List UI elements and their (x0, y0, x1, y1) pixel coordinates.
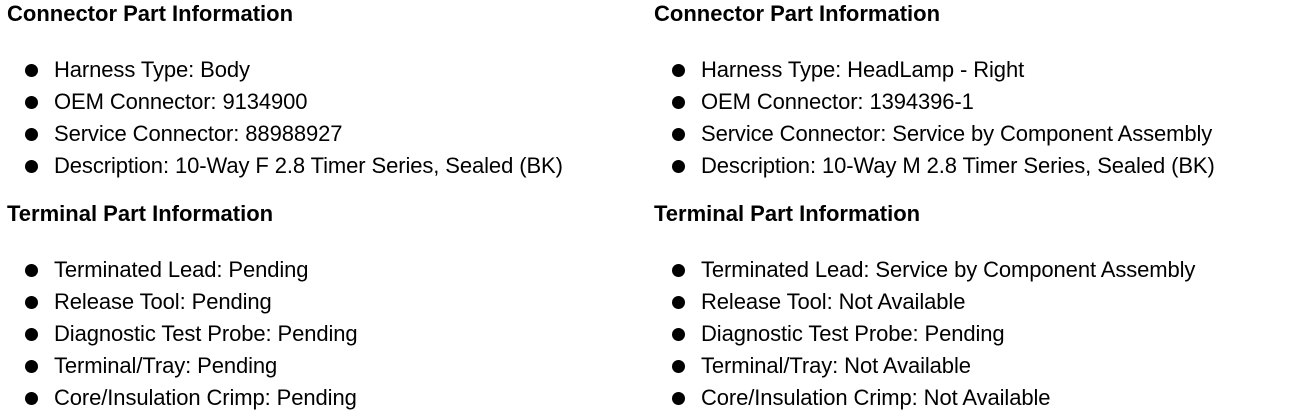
connector-part-information-heading: Connector Part Information (7, 1, 294, 26)
list-item: OEM Connector: 1394396-1 (654, 86, 1304, 118)
list-item: Terminated Lead: Pending (7, 254, 647, 286)
bullet-icon (25, 64, 38, 77)
list-item-text: Harness Type: HeadLamp - Right (701, 57, 1025, 82)
list-item: Description: 10-Way F 2.8 Timer Series, … (7, 150, 647, 182)
left-column: Connector Part Information Harness Type:… (7, 0, 647, 414)
list-item-text: Description: 10-Way M 2.8 Timer Series, … (701, 153, 1215, 178)
list-item: Release Tool: Not Available (654, 286, 1304, 318)
list-item: Harness Type: Body (7, 54, 647, 86)
list-item: Terminal/Tray: Pending (7, 350, 647, 382)
list-item: Core/Insulation Crimp: Pending (7, 382, 647, 414)
bullet-icon (672, 392, 685, 405)
list-item-text: Terminal/Tray: Not Available (701, 353, 971, 378)
terminal-part-information-heading: Terminal Part Information (7, 201, 274, 226)
bullet-icon (25, 296, 38, 309)
list-item-text: Terminal/Tray: Pending (54, 353, 278, 378)
list-item-text: Harness Type: Body (54, 57, 250, 82)
list-item: Service Connector: 88988927 (7, 118, 647, 150)
list-item-text: Terminated Lead: Pending (54, 257, 309, 282)
list-item-text: Release Tool: Pending (54, 289, 272, 314)
list-item: Terminated Lead: Service by Component As… (654, 254, 1304, 286)
bullet-icon (25, 360, 38, 373)
connector-info-list: Harness Type: Body OEM Connector: 913490… (7, 54, 647, 182)
bullet-icon (672, 360, 685, 373)
list-item-text: Core/Insulation Crimp: Not Available (701, 385, 1051, 410)
bullet-icon (672, 128, 685, 141)
list-item-text: Release Tool: Not Available (701, 289, 966, 314)
list-item-text: Terminated Lead: Service by Component As… (701, 257, 1196, 282)
list-item-text: OEM Connector: 1394396-1 (701, 89, 974, 114)
list-item: Diagnostic Test Probe: Pending (654, 318, 1304, 350)
bullet-icon (672, 160, 685, 173)
list-item: Service Connector: Service by Component … (654, 118, 1304, 150)
list-item-text: Diagnostic Test Probe: Pending (54, 321, 358, 346)
list-item: Harness Type: HeadLamp - Right (654, 54, 1304, 86)
terminal-part-information-heading: Terminal Part Information (654, 201, 921, 226)
bullet-icon (25, 264, 38, 277)
bullet-icon (25, 96, 38, 109)
list-item: Description: 10-Way M 2.8 Timer Series, … (654, 150, 1304, 182)
terminal-info-list: Terminated Lead: Pending Release Tool: P… (7, 254, 647, 414)
list-item: Diagnostic Test Probe: Pending (7, 318, 647, 350)
list-item-text: Diagnostic Test Probe: Pending (701, 321, 1005, 346)
list-item-text: Description: 10-Way F 2.8 Timer Series, … (54, 153, 563, 178)
bullet-icon (672, 64, 685, 77)
list-item-text: Core/Insulation Crimp: Pending (54, 385, 357, 410)
list-item: Release Tool: Pending (7, 286, 647, 318)
bullet-icon (672, 328, 685, 341)
bullet-icon (672, 296, 685, 309)
bullet-icon (25, 392, 38, 405)
terminal-info-list: Terminated Lead: Service by Component As… (654, 254, 1304, 414)
list-item-text: Service Connector: 88988927 (54, 121, 343, 146)
bullet-icon (25, 160, 38, 173)
connector-part-information-heading: Connector Part Information (654, 1, 941, 26)
bullet-icon (25, 328, 38, 341)
right-column: Connector Part Information Harness Type:… (654, 0, 1304, 414)
list-item: OEM Connector: 9134900 (7, 86, 647, 118)
connector-info-list: Harness Type: HeadLamp - Right OEM Conne… (654, 54, 1304, 182)
bullet-icon (672, 264, 685, 277)
list-item-text: OEM Connector: 9134900 (54, 89, 308, 114)
list-item: Terminal/Tray: Not Available (654, 350, 1304, 382)
list-item-text: Service Connector: Service by Component … (701, 121, 1213, 146)
list-item: Core/Insulation Crimp: Not Available (654, 382, 1304, 414)
bullet-icon (672, 96, 685, 109)
bullet-icon (25, 128, 38, 141)
